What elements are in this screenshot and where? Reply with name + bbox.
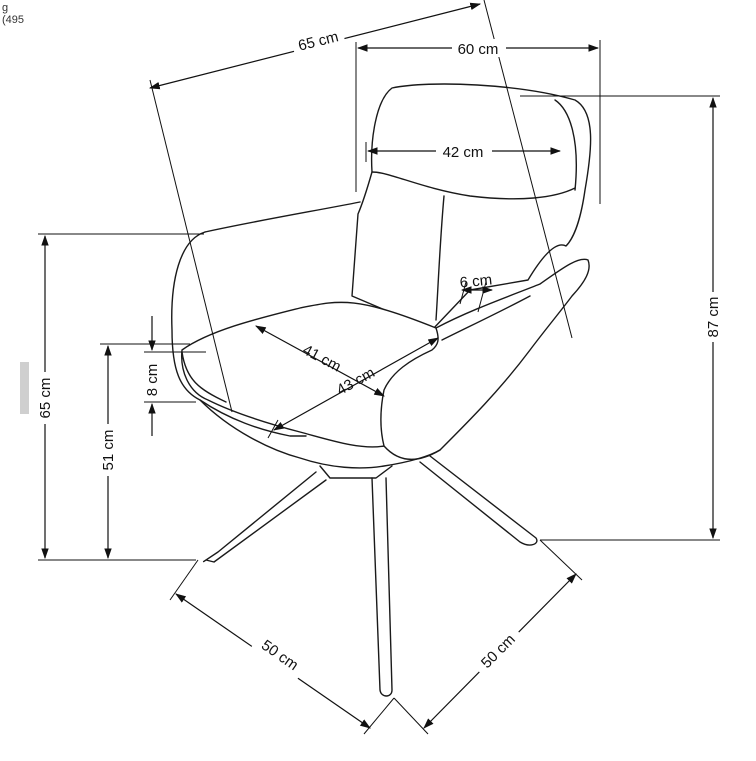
product-code-prefix: g	[2, 2, 9, 14]
dim-backrest-depth-ext-left	[149, 79, 233, 413]
label-armrest-height: 65 cm	[37, 378, 54, 419]
dim-arm-thickness-ext-left	[459, 281, 467, 305]
label-backrest-inner-width: 42 cm	[443, 144, 484, 161]
side-scroll-tab	[20, 362, 29, 414]
headrest-wing	[554, 99, 577, 191]
label-total-height: 87 cm	[705, 297, 722, 338]
product-code-number: (495	[2, 14, 25, 26]
backrest-center-seam	[435, 195, 445, 321]
dim-arm-thickness-ext-right	[477, 281, 487, 313]
dim-base-left-ext-a	[169, 559, 199, 601]
dim-base-right-ext-a	[393, 697, 429, 735]
dim-base-left-ext-b	[363, 697, 395, 735]
right-arm-inner	[441, 295, 531, 341]
label-backrest-depth: 65 cm	[296, 28, 340, 54]
leg-front	[371, 477, 393, 697]
backrest	[351, 83, 592, 331]
shell-bottom	[199, 399, 441, 469]
swivel-hub	[319, 465, 393, 479]
label-seat-height: 51 cm	[100, 430, 117, 471]
headrest-seam	[371, 171, 576, 200]
leg-left	[202, 471, 327, 563]
chair-outline	[171, 83, 592, 697]
dim-seat-depth-ext	[267, 419, 279, 439]
label-overall-width: 60 cm	[458, 41, 499, 58]
seat-front-edge	[181, 351, 227, 403]
dim-seat-depth-line	[273, 337, 439, 431]
product-code: g (495	[2, 2, 24, 26]
left-armrest	[171, 231, 307, 437]
dim-base-right-ext-b	[539, 539, 583, 581]
left-shell-top	[204, 201, 361, 233]
leg-right	[419, 455, 538, 546]
seat-cushion	[181, 301, 439, 448]
label-armrest-thickness: 6 cm	[459, 271, 493, 291]
label-seat-cushion: 8 cm	[144, 364, 161, 397]
